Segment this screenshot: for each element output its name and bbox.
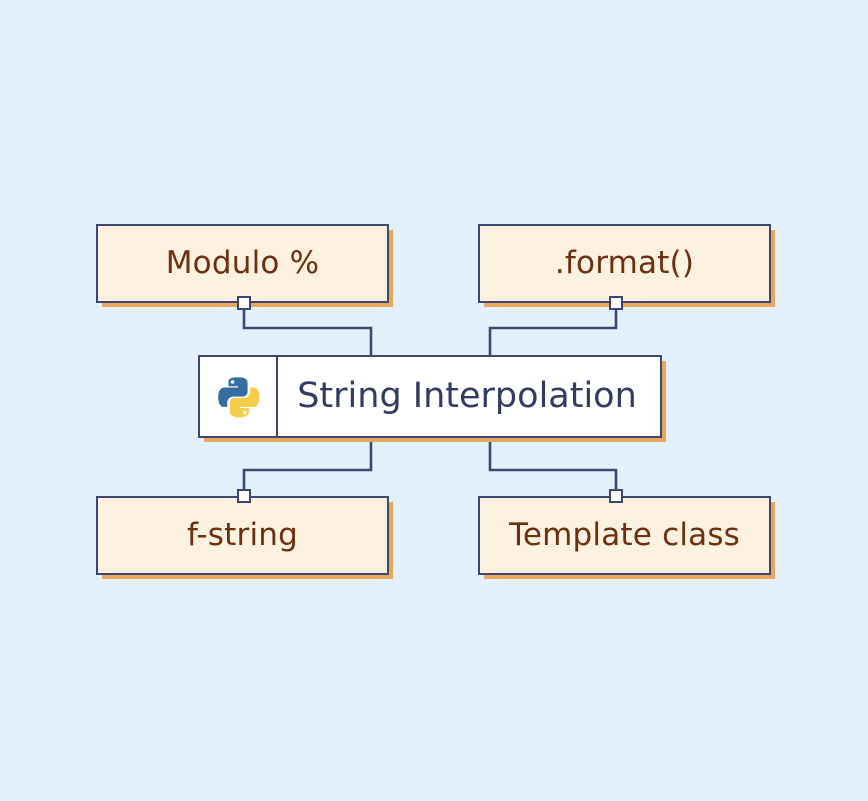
connector-port-template-class (609, 489, 623, 503)
connector-format-to-center (488, 308, 618, 357)
python-logo-icon (200, 357, 278, 436)
node-format-label: .format() (554, 245, 695, 281)
python-logo-svg (218, 376, 260, 417)
connector-port-fstring (237, 489, 251, 503)
connector-port-format (609, 296, 623, 310)
node-string-interpolation[interactable]: String Interpolation (198, 355, 662, 438)
connector-port-modulo (237, 296, 251, 310)
node-string-interpolation-label: String Interpolation (297, 376, 637, 416)
connector-center-to-template (488, 439, 618, 491)
connector-modulo-to-center (242, 308, 373, 357)
node-modulo[interactable]: Modulo % (96, 224, 389, 303)
node-fstring-label: f-string (187, 517, 298, 553)
node-format[interactable]: .format() (478, 224, 771, 303)
node-fstring[interactable]: f-string (96, 496, 389, 575)
center-label-cell: String Interpolation (278, 379, 660, 414)
node-modulo-label: Modulo % (165, 245, 320, 281)
node-template-class-label: Template class (508, 517, 741, 553)
connector-center-to-fstring (242, 439, 373, 491)
node-template-class[interactable]: Template class (478, 496, 771, 575)
